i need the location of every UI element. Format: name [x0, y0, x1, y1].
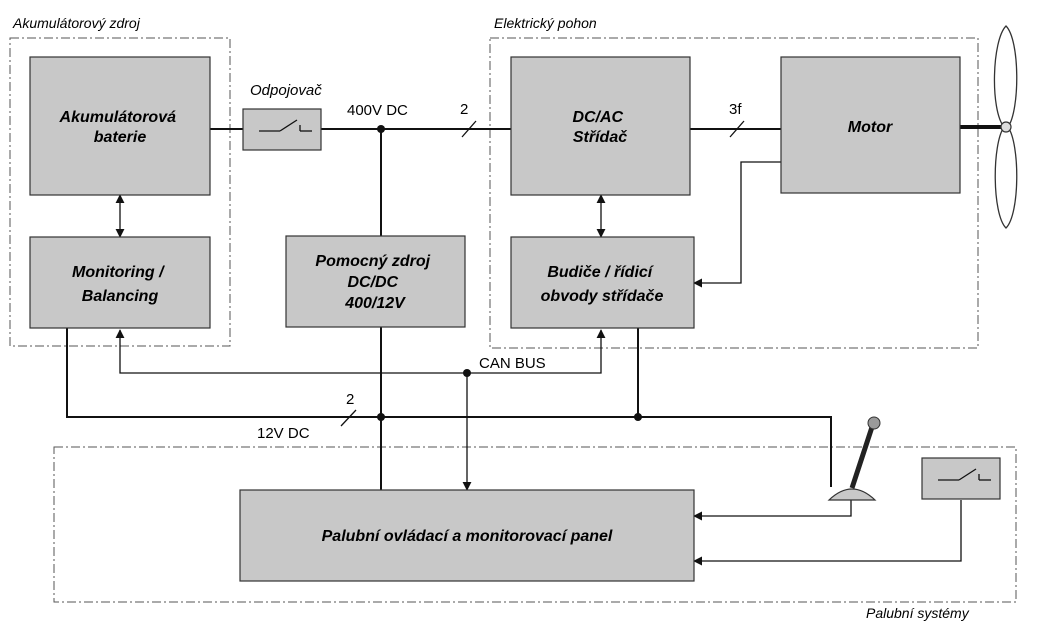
disconnector-label: Odpojovač	[250, 82, 322, 99]
inverter-block	[510, 56, 691, 196]
aux-supply-block	[285, 235, 466, 328]
throttle-to-panel-wire	[693, 500, 852, 521]
disconnector-switch-icon	[242, 108, 322, 151]
hv-bus-label: 400V DC	[347, 102, 408, 119]
electric-drive-label: Elektrický pohon	[494, 15, 597, 31]
can-bus-wire	[115, 329, 606, 374]
propeller-icon	[993, 25, 1018, 229]
phase-count-label: 3f	[729, 101, 742, 118]
throttle-lever-icon	[827, 416, 881, 501]
lv-dc-bus	[66, 328, 832, 487]
drivers-block	[510, 236, 695, 329]
motor-block	[780, 56, 961, 194]
onboard-systems-label: Palubní systémy	[866, 605, 970, 621]
panel-label: Palubní ovládací a monitorovací panel	[322, 528, 613, 545]
switch-to-panel-wire	[693, 500, 962, 566]
can-bus-label: CAN BUS	[479, 355, 546, 372]
panel-block	[239, 489, 695, 582]
hv-count-tick	[461, 120, 477, 138]
onboard-systems-group	[53, 446, 1017, 603]
junction-lv-aux	[377, 413, 385, 421]
lv-count-tick	[340, 409, 357, 427]
drivers-label: Budiče / řídicí obvody střídače	[541, 264, 664, 305]
aux-supply-label: Pomocný zdroj DC/DC 400/12V	[315, 253, 434, 312]
onboard-switch-icon	[921, 457, 1001, 500]
electric-drive-group	[489, 37, 979, 349]
phase-count-tick	[729, 120, 745, 138]
lv-bus-label: 12V DC	[257, 425, 310, 442]
lv-count-label: 2	[346, 391, 354, 408]
motor-label: Motor	[848, 119, 893, 136]
hv-count-label: 2	[460, 101, 468, 118]
junction-can-bus	[463, 369, 471, 377]
monitoring-label: Monitoring / Balancing	[72, 264, 168, 305]
junction-hv-bus	[377, 125, 385, 133]
monitoring-block	[29, 236, 211, 329]
battery-block	[29, 56, 211, 196]
battery-label: Akumulátorová baterie	[59, 109, 181, 146]
battery-source-label: Akumulátorový zdroj	[12, 15, 141, 31]
motor-feedback-wire	[693, 161, 781, 288]
inverter-label: DC/AC Střídač	[572, 109, 627, 146]
junction-lv-drivers	[634, 413, 642, 421]
